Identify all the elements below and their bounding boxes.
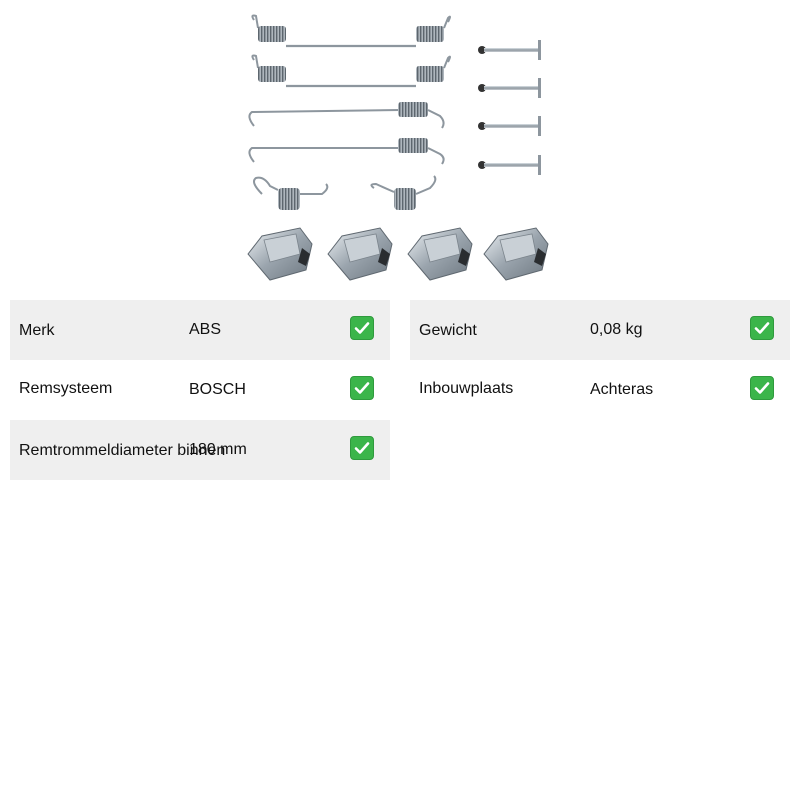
check-mark-icon <box>350 316 374 340</box>
spec-row-remsysteem: Remsysteem BOSCH <box>10 360 390 420</box>
check-mark-icon <box>750 316 774 340</box>
check-mark-icon <box>350 436 374 460</box>
spec-row-remtrommeldiameter: Remtrommeldiameter binnen 180 mm <box>10 420 390 480</box>
spec-row-gewicht: Gewicht 0,08 kg <box>410 300 790 360</box>
spec-value: 0,08 kg <box>590 321 643 338</box>
spec-label: Remsysteem <box>19 380 113 397</box>
spring-clip-3 <box>407 227 473 281</box>
spec-value: BOSCH <box>189 381 246 398</box>
spec-label: Remtrommeldiameter binnen <box>19 442 226 459</box>
spec-label: Inbouwplaats <box>419 380 514 397</box>
hold-down-pin-2 <box>478 78 541 98</box>
spec-label: Merk <box>19 322 55 339</box>
spring-clip-2 <box>327 227 393 281</box>
return-spring-2 <box>248 138 445 165</box>
check-mark-icon <box>750 376 774 400</box>
long-spring-2 <box>251 54 451 88</box>
spring-clip-1 <box>247 227 313 281</box>
spec-value: ABS <box>189 321 222 338</box>
hook-spring-1 <box>253 176 329 210</box>
return-spring-1 <box>248 102 445 129</box>
spec-label: Gewicht <box>419 322 477 339</box>
spec-column-left: Merk ABS Remsysteem BOSCH Remtrommeldiam… <box>10 300 390 480</box>
spec-row-inbouwplaats: Inbouwplaats Achteras <box>410 360 790 420</box>
spec-value: 180 mm <box>189 441 247 458</box>
check-mark-icon <box>350 376 374 400</box>
hold-down-pin-1 <box>478 40 541 60</box>
hold-down-pin-4 <box>478 155 541 175</box>
spring-clip-4 <box>483 227 549 281</box>
hook-spring-2 <box>370 175 437 210</box>
spec-column-right: Gewicht 0,08 kg Inbouwplaats Achteras <box>410 300 790 420</box>
hold-down-pin-3 <box>478 116 541 136</box>
spec-value: Achteras <box>590 381 654 398</box>
long-spring-1 <box>251 14 451 48</box>
product-image <box>247 14 549 281</box>
spec-row-merk: Merk ABS <box>10 300 390 360</box>
